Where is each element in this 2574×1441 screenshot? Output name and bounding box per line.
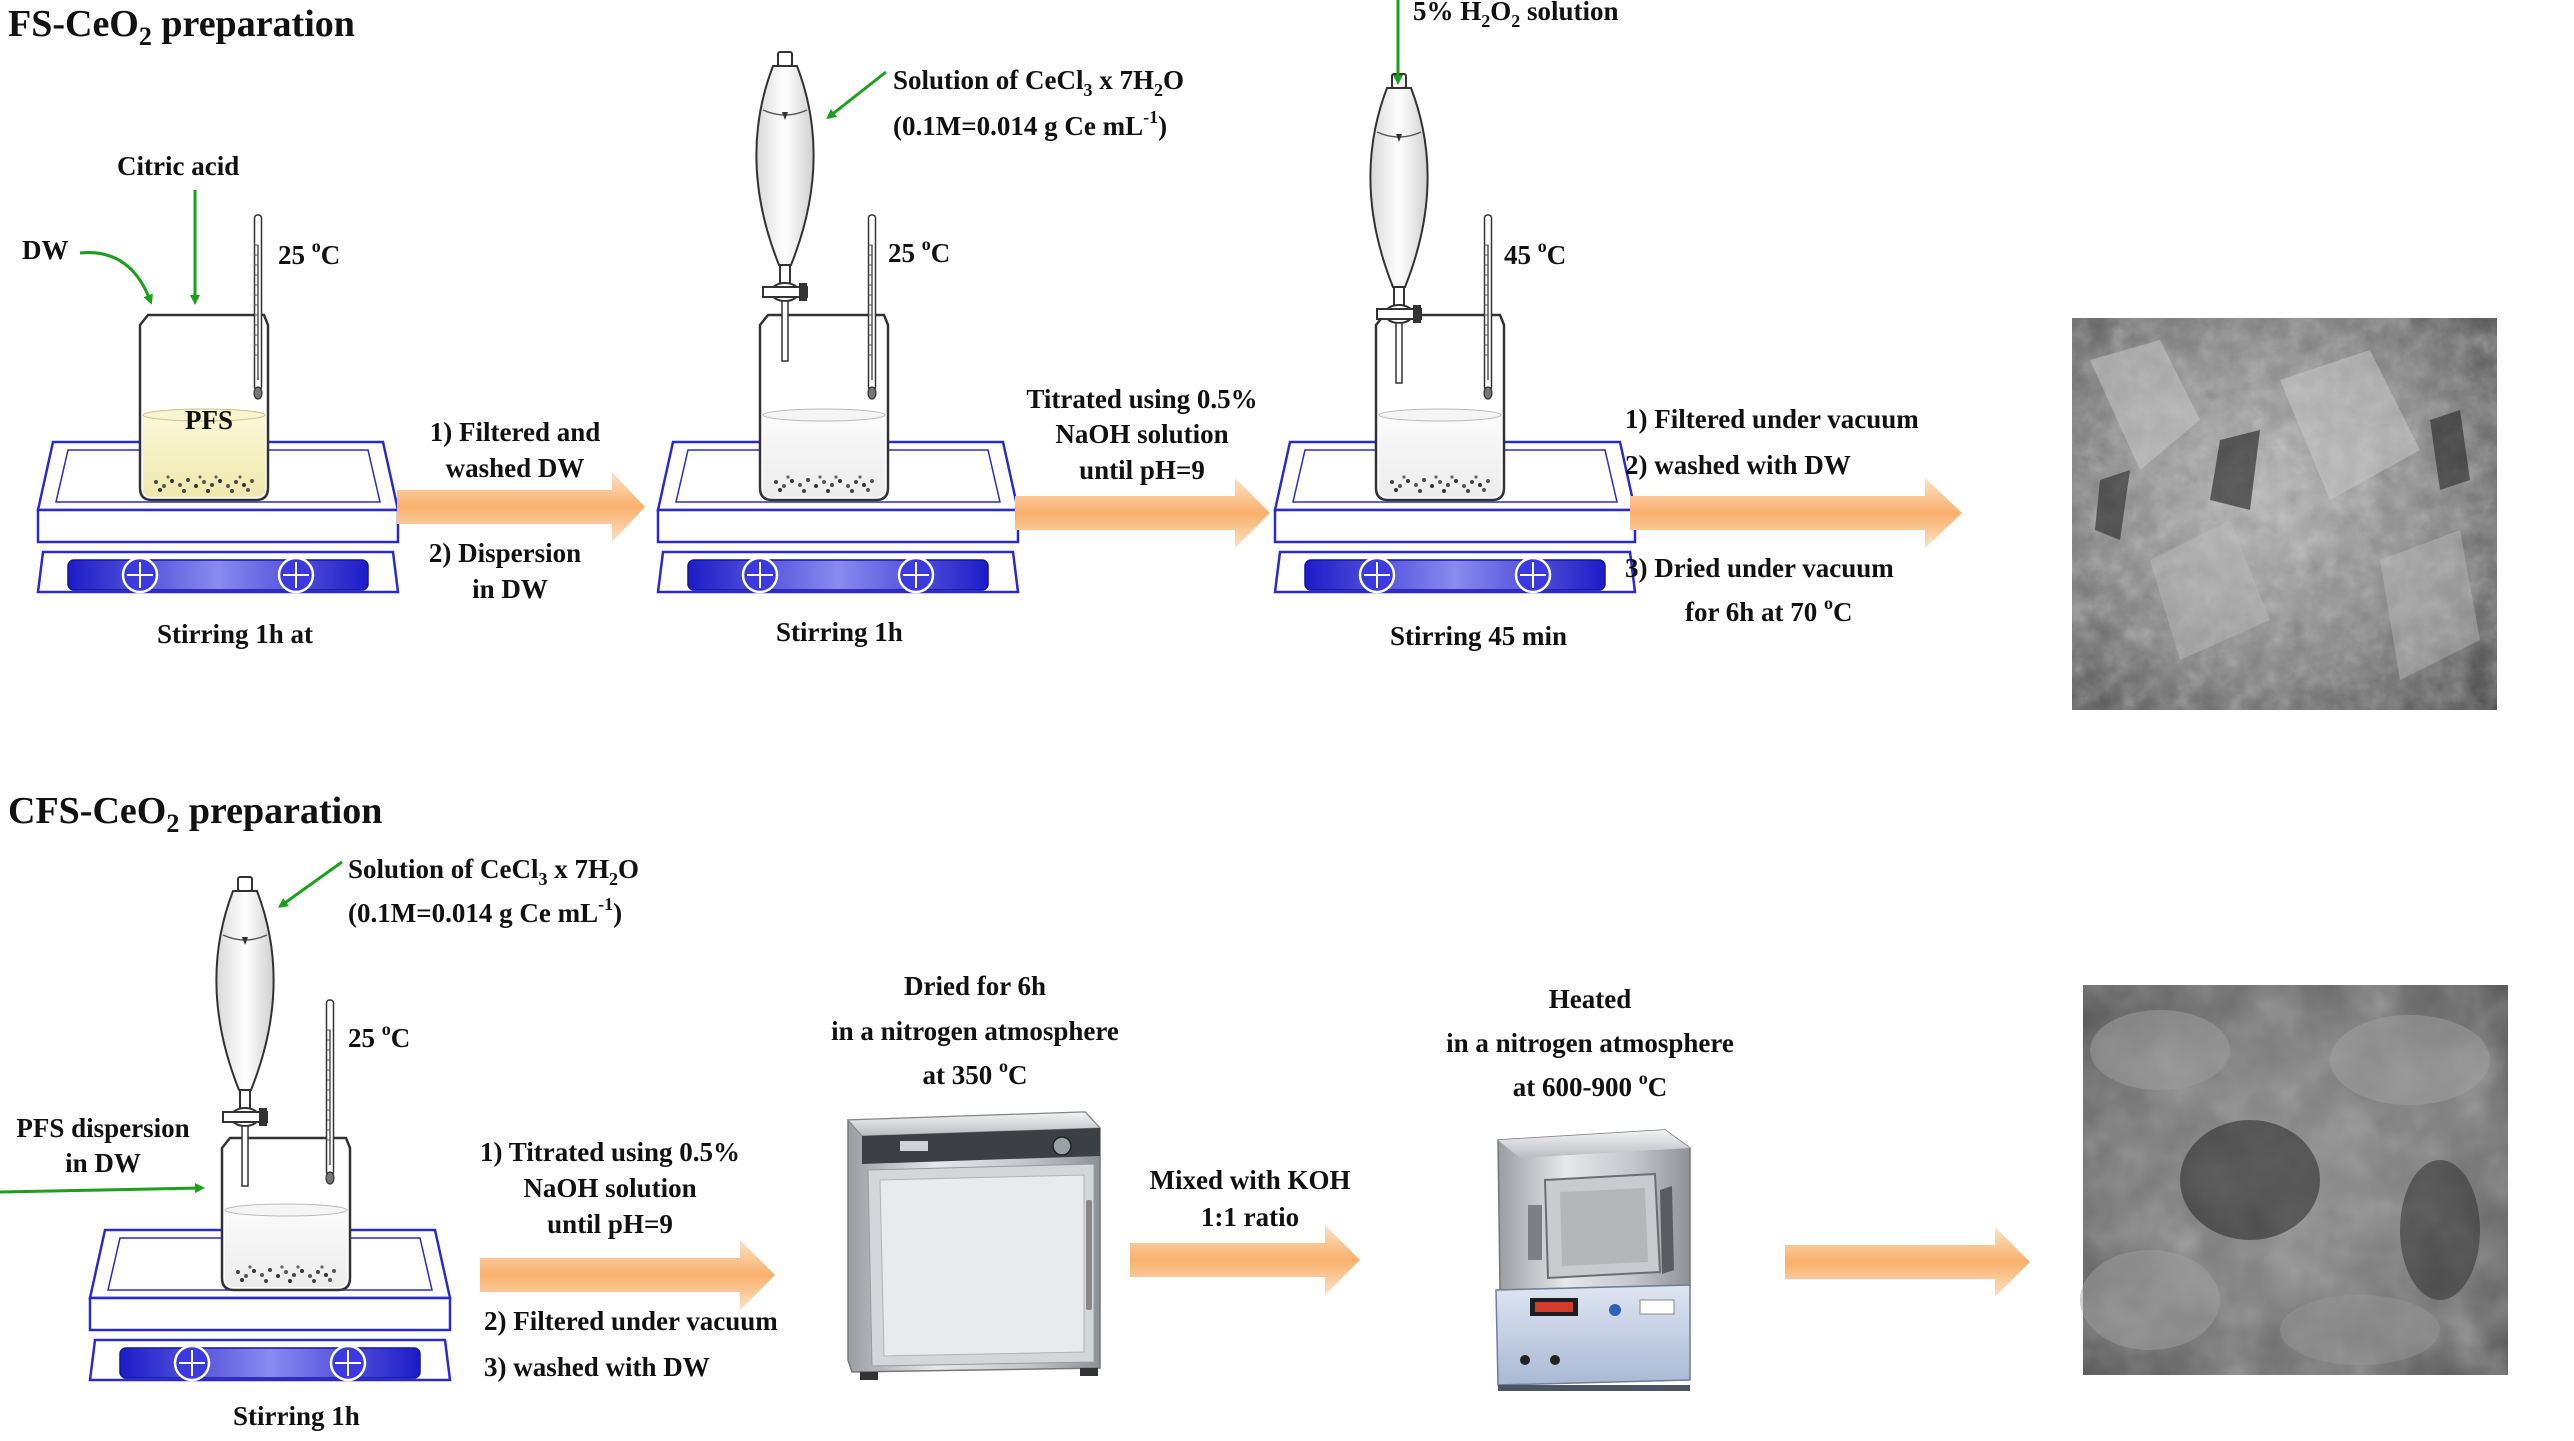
pfs-dispersion-line1: PFS dispersion bbox=[16, 1113, 189, 1143]
arrow4-top-line3: until pH=9 bbox=[547, 1209, 673, 1239]
arrow-pfs-in bbox=[0, 1183, 205, 1194]
h2o2-solution: 5% H2O2 solution bbox=[1413, 0, 1619, 31]
stirring-step1: Stirring 1h at bbox=[157, 619, 313, 649]
arrow-dw-in bbox=[79, 251, 153, 305]
flow-arrow-6 bbox=[1785, 1227, 2030, 1297]
label-citric-acid: Citric acid bbox=[117, 151, 239, 181]
arrow2-line3: until pH=9 bbox=[1079, 455, 1205, 485]
arrow3-line2: 2) washed with DW bbox=[1625, 450, 1851, 480]
arrow1-top-line1: 1) Filtered and bbox=[430, 417, 601, 447]
arrow3-line3: 3) Dried under vacuum bbox=[1625, 553, 1894, 583]
section-cfs-ceo2: CFS-CeO2 preparation Solution of CeCl3 x… bbox=[0, 790, 2508, 1431]
arrow2-line2: NaOH solution bbox=[1055, 419, 1228, 449]
arrow5-line1: Mixed with KOH bbox=[1150, 1165, 1351, 1195]
section-fs-ceo2: FS-CeO2 preparation PFS DW Citric acid 2… bbox=[8, 0, 2497, 710]
thermometer-1 bbox=[253, 214, 263, 400]
arrow-solution-1 bbox=[826, 70, 887, 120]
beaker-pfs: PFS bbox=[138, 313, 270, 502]
beaker-2 bbox=[758, 313, 890, 502]
arrow-solution-2 bbox=[277, 860, 343, 908]
arrow1-top-line2: washed DW bbox=[446, 453, 585, 483]
label-dw: DW bbox=[22, 235, 69, 265]
arrow4-bottom-line2: 3) washed with DW bbox=[484, 1352, 710, 1382]
beaker-label-pfs: PFS bbox=[185, 405, 233, 435]
flow-arrow-5 bbox=[1130, 1225, 1360, 1295]
flow-arrow-2 bbox=[1015, 478, 1270, 548]
oven-line3: at 350 oC bbox=[923, 1056, 1028, 1090]
flow-arrow-3 bbox=[1630, 478, 1962, 548]
oven-line1: Dried for 6h bbox=[904, 971, 1046, 1001]
temp-step4: 25 oC bbox=[348, 1019, 410, 1053]
arrow1-bottom-line1: 2) Dispersion bbox=[429, 538, 581, 568]
temp-step1: 25 oC bbox=[278, 236, 340, 270]
flow-arrow-1 bbox=[397, 472, 645, 542]
sem-image-fs-ceo2 bbox=[2072, 318, 2497, 710]
stirring-step3: Stirring 45 min bbox=[1390, 621, 1567, 651]
temp-step3: 45 oC bbox=[1504, 236, 1566, 270]
drying-oven bbox=[846, 1111, 1102, 1380]
solution-cecl3-2: Solution of CeCl3 x 7H2O bbox=[348, 854, 639, 889]
beaker-4 bbox=[220, 1136, 352, 1292]
furnace-line1: Heated bbox=[1549, 984, 1631, 1014]
furnace-line3: at 600-900 oC bbox=[1513, 1068, 1667, 1102]
section2-title: CFS-CeO2 preparation bbox=[8, 790, 382, 838]
section1-title: FS-CeO2 preparation bbox=[8, 3, 355, 51]
concentration-2: (0.1M=0.014 g Ce mL-1) bbox=[348, 894, 622, 928]
muffle-furnace bbox=[1495, 1129, 1691, 1391]
arrow1-bottom-line2: in DW bbox=[472, 574, 548, 604]
stirring-step2: Stirring 1h bbox=[776, 617, 903, 647]
arrow5-line2: 1:1 ratio bbox=[1201, 1202, 1299, 1232]
stirring-step4: Stirring 1h bbox=[233, 1401, 360, 1431]
pfs-dispersion-line2: in DW bbox=[65, 1148, 141, 1178]
arrow3-line1: 1) Filtered under vacuum bbox=[1625, 404, 1919, 434]
arrow4-top-line1: 1) Titrated using 0.5% bbox=[480, 1137, 740, 1167]
arrow4-bottom-line1: 2) Filtered under vacuum bbox=[484, 1306, 778, 1336]
solution-cecl3-1: Solution of CeCl3 x 7H2O bbox=[893, 65, 1184, 100]
arrow4-top-line2: NaOH solution bbox=[523, 1173, 696, 1203]
furnace-line2: in a nitrogen atmosphere bbox=[1446, 1028, 1734, 1058]
concentration-1: (0.1M=0.014 g Ce mL-1) bbox=[893, 107, 1167, 141]
oven-line2: in a nitrogen atmosphere bbox=[831, 1016, 1119, 1046]
thermometer-3 bbox=[1483, 214, 1493, 400]
arrow2-line1: Titrated using 0.5% bbox=[1026, 384, 1257, 414]
sem-image-cfs-ceo2 bbox=[2080, 985, 2508, 1375]
arrow3-line4: for 6h at 70 oC bbox=[1685, 593, 1853, 627]
temp-step2: 25 oC bbox=[888, 234, 950, 268]
beaker-3 bbox=[1374, 313, 1506, 502]
thermometer-2 bbox=[867, 214, 877, 400]
thermometer-4 bbox=[325, 999, 335, 1185]
flow-arrow-4 bbox=[480, 1240, 775, 1310]
